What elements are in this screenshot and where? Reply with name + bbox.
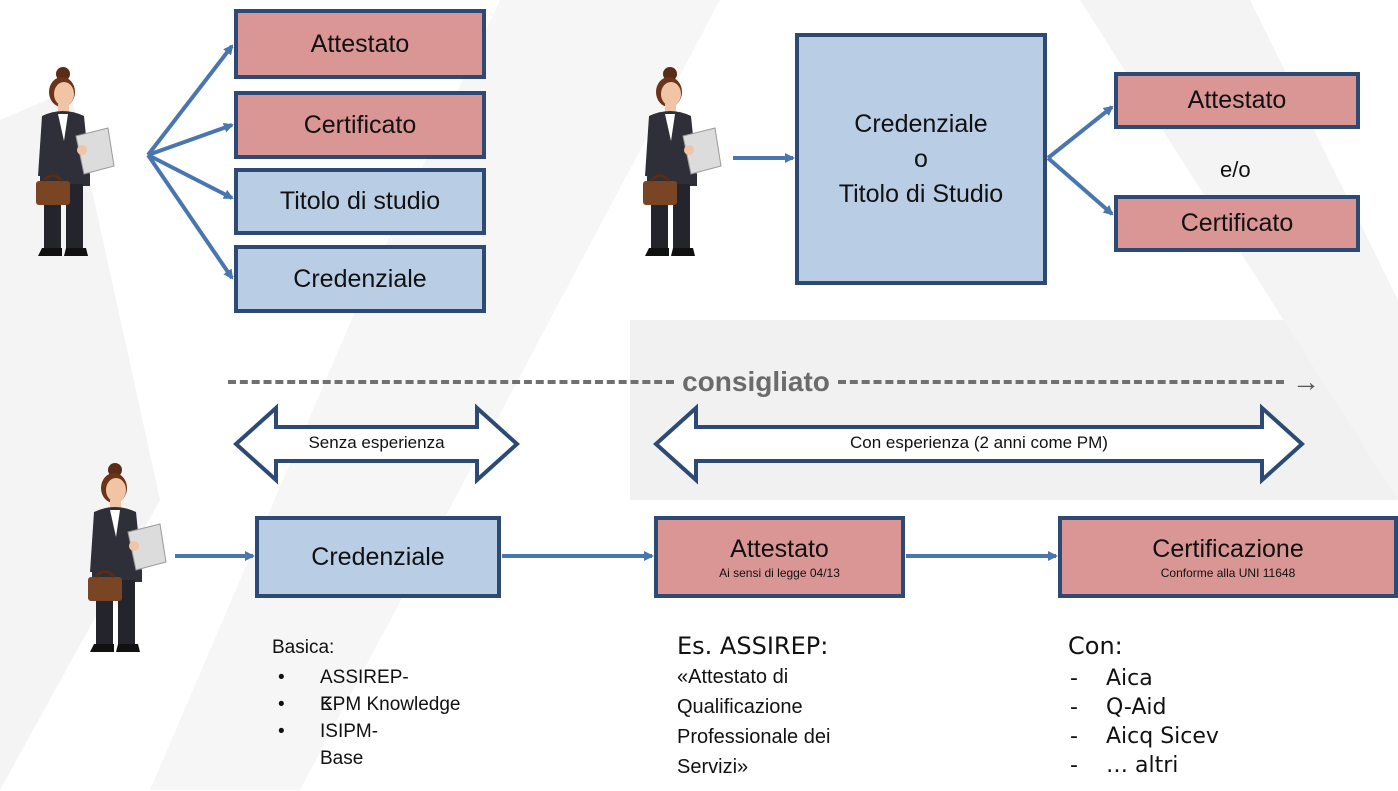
- basica-list: • ASSIREP-K • EPM Knowledge • ISIPM-Base: [278, 664, 460, 769]
- bg-shape: [630, 320, 1398, 500]
- box-certificazione: Certificazione Conforme alla UNI 11648: [1058, 516, 1398, 598]
- range-arrow-con: [653, 403, 1305, 485]
- list-item: • EPM Knowledge: [278, 691, 460, 718]
- list-item: - Aicq Sicev: [1070, 722, 1219, 751]
- arrow-to-attestato: [146, 44, 234, 157]
- list-item: • ISIPM-Base: [278, 718, 378, 769]
- bg-shape: [0, 90, 160, 790]
- range-arrow-senza: [233, 403, 520, 485]
- basica-item: ISIPM-Base: [320, 721, 379, 769]
- con-item: Q-Aid: [1106, 695, 1167, 720]
- box-credenziale: Credenziale: [234, 245, 486, 313]
- arrow-to-certificato: [147, 122, 234, 157]
- dashed-line-right: [837, 380, 1285, 384]
- attestato-subtitle: Ai sensi di legge 04/13: [719, 565, 840, 580]
- box-credenziale-bottom: Credenziale: [255, 516, 501, 598]
- con-list: - Aica - Q-Aid - Aicq Sicev - … altri: [1070, 664, 1219, 780]
- arrow-to-certificato-right: [1046, 156, 1114, 216]
- list-item: - … altri: [1070, 751, 1178, 780]
- assirep-line: Servizi»: [677, 756, 749, 778]
- arrow-to-titolo: [147, 153, 234, 200]
- center-box-line2: o: [914, 144, 928, 173]
- consigliato-line: consigliato →: [220, 362, 1320, 402]
- con-item: … altri: [1106, 753, 1179, 778]
- center-box-line3: Titolo di Studio: [838, 179, 1004, 208]
- bullet: •: [278, 694, 285, 715]
- box-certificato: Certificato: [234, 91, 486, 159]
- basica-item: ASSIREP-K: [320, 667, 409, 715]
- bullet: •: [278, 721, 285, 742]
- arrow-to-attestato-right: [1046, 105, 1114, 160]
- assirep-title: Es. ASSIREP:: [677, 632, 829, 660]
- assirep-text: «Attestato di Qualificazione Professiona…: [677, 662, 830, 782]
- assirep-line: Professionale dei: [677, 726, 831, 748]
- arrow-to-credenziale: [146, 153, 234, 280]
- box-attestato: Attestato: [234, 9, 486, 79]
- dashed-line-left: [228, 380, 675, 384]
- basica-item: EPM Knowledge: [320, 694, 461, 715]
- businesswoman-figure: [643, 67, 722, 256]
- basica-title: Basica:: [272, 637, 335, 658]
- list-item: • ASSIREP-K: [278, 664, 409, 715]
- box-attestato-right: Attestato: [1114, 72, 1360, 129]
- dash: -: [1070, 724, 1078, 749]
- list-item: - Aica: [1070, 664, 1153, 693]
- connector-e-o: e/o: [1220, 157, 1251, 182]
- consigliato-label: consigliato: [682, 366, 830, 397]
- con-item: Aica: [1106, 666, 1153, 691]
- con-title: Con:: [1068, 632, 1123, 660]
- bullet: •: [278, 667, 285, 688]
- range-label-senza: Senza esperienza: [308, 433, 445, 452]
- dash: -: [1070, 666, 1078, 691]
- range-label-con: Con esperienza (2 anni come PM): [850, 433, 1108, 452]
- box-certificato-right: Certificato: [1114, 195, 1360, 252]
- dash: -: [1070, 695, 1078, 720]
- businesswoman-figure: [36, 67, 115, 256]
- certificazione-subtitle: Conforme alla UNI 11648: [1160, 565, 1296, 580]
- dash: -: [1070, 753, 1078, 778]
- businesswoman-figure: [88, 463, 167, 652]
- assirep-line: Qualificazione: [677, 696, 803, 718]
- assirep-line: «Attestato di: [677, 666, 789, 688]
- box-credenziale-o-titolo: Credenziale o Titolo di Studio: [795, 33, 1047, 285]
- certificazione-title: Certificazione: [1152, 534, 1304, 563]
- list-item: - Q-Aid: [1070, 693, 1167, 722]
- center-box-line1: Credenziale: [854, 109, 988, 138]
- con-item: Aicq Sicev: [1106, 724, 1219, 749]
- box-attestato-bottom: Attestato Ai sensi di legge 04/13: [654, 516, 905, 598]
- arrow-right-icon: →: [1292, 366, 1321, 397]
- box-titolo-di-studio: Titolo di studio: [234, 168, 486, 235]
- attestato-title: Attestato: [730, 534, 829, 563]
